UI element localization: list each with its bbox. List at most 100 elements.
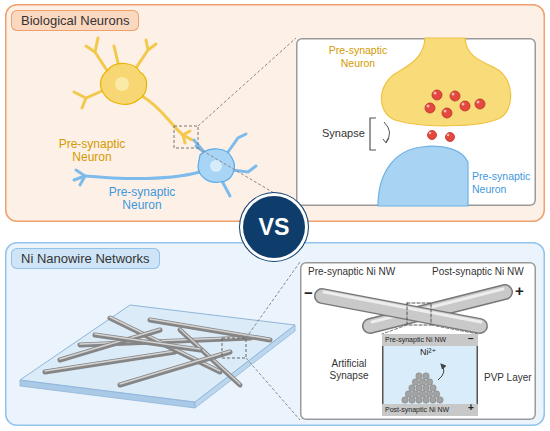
illustration-part [194,140,204,152]
illustration-part [382,334,478,346]
illustration-part [419,379,425,385]
illustration-part [409,385,415,391]
illustration-part [425,90,485,142]
illustration-part [407,303,431,325]
panel: Ni Nanowire Networks Pre-synaptic Ni NW P… [5,242,545,426]
illustration-part [419,391,425,397]
illustration-part [423,385,429,391]
illustration-part [433,391,439,397]
illustration-part [430,385,436,391]
illustration-part [114,46,118,63]
wire-label: Pre-synaptic Ni NW [308,266,395,278]
illustration-part [426,391,432,397]
illustration-part [222,338,246,358]
polarity-sign: − [304,284,313,302]
artificial-synapse-illustration [382,334,478,416]
illustration-part [95,334,200,349]
illustration-part [85,172,200,179]
illustration-part [210,160,222,172]
illustration-part [74,38,296,206]
illustration-part [427,92,480,137]
illustration-part [101,63,147,104]
illustration-part [432,90,442,100]
illustration-part [228,134,246,152]
illustration-part [74,170,85,185]
illustration-part [434,92,437,95]
illustration-part [246,262,300,420]
illustration-part [425,103,435,113]
illustration-part [120,352,230,385]
illustration-part [438,364,444,380]
illustration-part [426,379,432,385]
illustration-part [383,138,389,143]
illustration-part [120,351,230,384]
wire-label: Post-synaptic Ni NW [432,266,524,278]
illustration-part [198,149,234,182]
illustration-part [402,373,443,403]
illustration-part [74,90,104,108]
synapse-label: Synapse [322,127,365,140]
illustration-part [429,132,432,135]
illustration-part [45,317,270,385]
illustration-part [174,126,198,148]
illustration-part [20,262,300,420]
illustration-part [423,373,429,379]
illustration-part [378,146,468,206]
illustration-part [423,397,429,403]
illustration-part [430,397,436,403]
neuron-label: Pre-synaptic Neuron [318,44,398,70]
illustration-part [446,133,455,142]
illustration-part [405,391,411,397]
illustration-part [384,122,390,142]
panel: Biological Neurons Pre-synaptic NeuronSy… [5,4,545,222]
illustration-part [183,131,192,143]
neuron-label: Pre-synaptic Neuron [50,138,134,164]
illustration-part [136,40,156,68]
illustration-part [447,134,450,137]
illustration-part [427,105,430,108]
illustration-part [409,397,415,403]
illustration-part [381,38,510,126]
synapse-label: Artificial Synapse [320,358,378,382]
illustration-part [382,325,478,334]
neuron-label: Pre-synaptic Neuron [472,170,534,196]
illustration-part [452,93,455,96]
illustration-part [402,397,408,403]
vs-circle: VS [243,196,305,258]
illustration-part [86,38,108,72]
illustration-part [95,335,200,350]
illustration-part [428,131,437,140]
illustration-part [322,296,480,326]
illustration-part [115,77,129,91]
synapse-box: Pre-synaptic Ni NW−Ni²⁺Post-synaptic Ni … [382,334,478,416]
illustration-part [322,296,480,326]
illustration-part [444,110,447,113]
illustration-part [60,330,160,360]
illustration-part [142,96,183,135]
illustration-part [412,379,418,385]
illustration-part [475,99,485,109]
illustration-part [437,397,443,403]
wire-label: Pre-synaptic Ni NW [385,335,446,345]
wire-label: Post-synaptic Ni NW [385,405,449,415]
inset-box: Pre-synaptic NeuronSynapsePre-synaptic N… [296,38,536,206]
panel-title: Ni Nanowire Networks [11,248,160,269]
illustration-part [412,391,418,397]
illustration-part [45,352,175,372]
illustration-part [324,292,481,322]
illustration-part [150,320,270,340]
illustration-part [462,103,465,106]
illustration-part [442,108,452,118]
illustration-part [450,91,460,101]
illustration-part [416,373,422,379]
illustration-part [222,181,230,196]
illustration-part [198,38,296,206]
polarity-sign: − [468,333,474,345]
illustration-part [370,118,376,150]
panel-title: Biological Neurons [11,10,139,31]
illustration-part [382,334,478,416]
illustration-part [20,305,295,402]
illustration-part [416,385,422,391]
illustration-part [382,404,478,416]
